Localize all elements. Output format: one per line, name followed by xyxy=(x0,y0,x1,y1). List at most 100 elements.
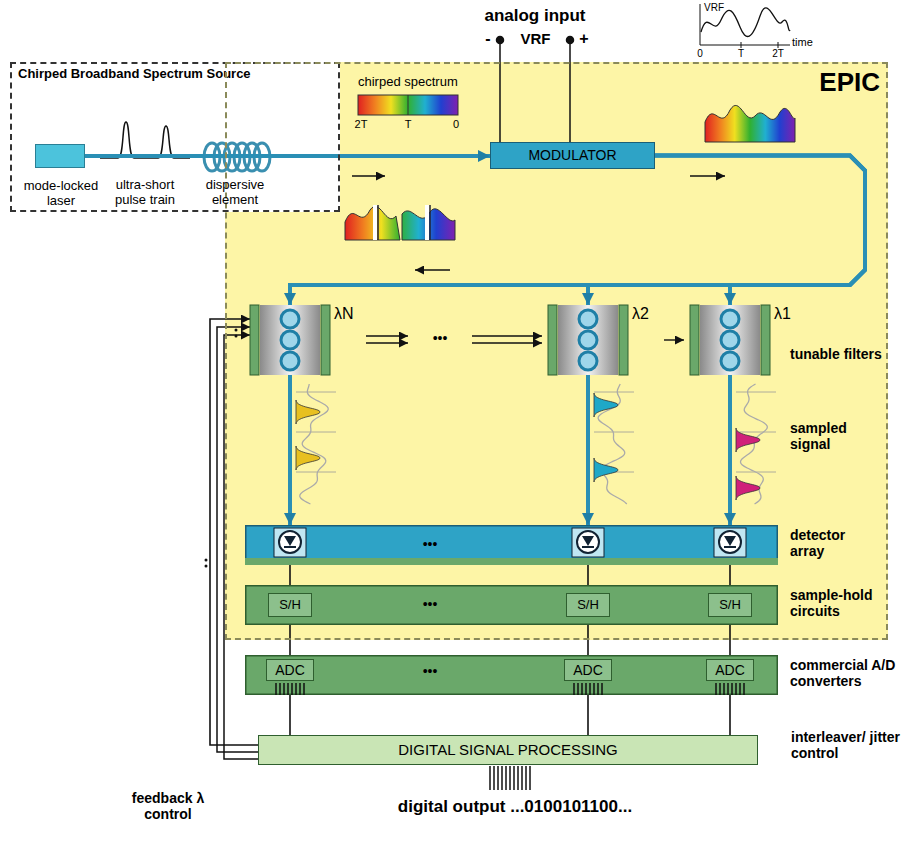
part-label: λN xyxy=(334,305,364,323)
ring-resonator xyxy=(721,352,739,370)
box-text: MODULATOR xyxy=(528,147,616,163)
sample-hold-box: S/H xyxy=(268,593,312,617)
adc-pin xyxy=(299,683,301,695)
plot-grid xyxy=(296,432,336,433)
ellipsis: ••• xyxy=(418,330,462,346)
detector-housing xyxy=(274,528,306,557)
adc-bar-figure xyxy=(245,655,778,695)
plot-grid xyxy=(296,472,336,473)
tunable-filter: λN xyxy=(250,305,330,375)
feedback-dots xyxy=(205,329,238,568)
diode-bar xyxy=(284,546,296,548)
part-label: detector array xyxy=(790,527,882,559)
adc-pin xyxy=(597,683,599,695)
optical-waveguide xyxy=(586,375,590,525)
photodiode-symbol xyxy=(719,531,741,553)
detector-housing xyxy=(714,528,746,557)
detector-array: detector array xyxy=(245,525,778,565)
part-label: Chirped Broadband Spectrum Source xyxy=(18,67,328,82)
tick-label: 0 xyxy=(694,48,706,60)
detector-array-figure xyxy=(245,525,778,565)
part-label: dispersive element xyxy=(195,178,275,208)
flow-arrows xyxy=(352,176,725,270)
output-pin xyxy=(489,766,491,790)
sample-peak xyxy=(296,400,320,424)
pulse-train xyxy=(100,122,190,158)
output-pin xyxy=(497,766,499,790)
adc-pin xyxy=(585,683,587,695)
sample-peak xyxy=(594,393,618,417)
rf-terminals xyxy=(497,37,574,143)
ellipsis: ••• xyxy=(408,596,452,612)
tick-label: 2T xyxy=(352,118,370,131)
part-label: sampled signal xyxy=(790,420,882,452)
detector-base xyxy=(245,558,778,565)
tick-label: 2T xyxy=(770,48,786,60)
laser-box: mode-locked laser xyxy=(35,144,85,168)
adc-pin xyxy=(589,683,591,695)
plot-grid xyxy=(736,392,776,393)
adc-bar: commercial A/D convertersADCADCADC xyxy=(245,655,778,695)
sample-hold-bar: sample-hold circuitsS/HS/HS/H xyxy=(245,585,778,625)
adc-pin xyxy=(577,683,579,695)
adc-pin xyxy=(287,683,289,695)
tunable-filter-figure xyxy=(690,305,770,375)
ellipsis: ••• xyxy=(408,663,452,679)
part-label: λ1 xyxy=(774,305,804,323)
tick-label: T xyxy=(402,118,414,131)
sample-peak xyxy=(736,476,760,500)
optical-waveguide xyxy=(288,375,292,525)
box-text: ADC xyxy=(275,662,305,678)
filter-plate xyxy=(321,305,330,375)
output-label: digital output ...0100101100... xyxy=(350,797,680,817)
adc-pin xyxy=(573,683,575,695)
adc-pin xyxy=(735,683,737,695)
ring-resonator xyxy=(579,310,597,328)
adc-pin xyxy=(581,683,583,695)
fiber-coil xyxy=(204,143,270,171)
ring-resonator xyxy=(721,310,739,328)
tick-label: 0 xyxy=(450,118,462,131)
output-pin xyxy=(501,766,503,790)
diode-triangle xyxy=(724,536,736,546)
part-label: mode-locked laser xyxy=(16,179,106,209)
filter-plate xyxy=(619,305,628,375)
adc-pin xyxy=(743,683,745,695)
adc-pin xyxy=(601,683,603,695)
modulator-box: MODULATOR xyxy=(490,142,655,169)
adc-pin xyxy=(723,683,725,695)
ring-resonator xyxy=(281,352,299,370)
ring-resonator xyxy=(579,331,597,349)
modulated-spectrum xyxy=(705,105,795,142)
source-box: Chirped Broadband Spectrum Source mode-lo… xyxy=(10,62,340,212)
axis-label: time xyxy=(792,36,832,49)
photodiode-symbol xyxy=(577,531,599,553)
tunable-filter-figure xyxy=(250,305,330,375)
diode-triangle xyxy=(582,536,594,546)
output-pin xyxy=(525,766,527,790)
output-pin xyxy=(517,766,519,790)
optical-waveguide xyxy=(728,375,732,525)
sample-peak xyxy=(736,428,760,452)
ring-resonator xyxy=(721,331,739,349)
tunable-filter-figure xyxy=(548,305,628,375)
adc-pin xyxy=(283,683,285,695)
plot-curve xyxy=(300,384,329,504)
output-pin xyxy=(493,766,495,790)
optical-waveguide xyxy=(588,156,865,306)
optical-waveguide xyxy=(290,156,865,306)
adc-box: ADC xyxy=(564,659,612,681)
sampled-signal-plots xyxy=(296,384,776,504)
part-label: tunable filters xyxy=(790,346,882,362)
signal-name: VRF xyxy=(508,30,563,47)
tunable-filter: λ2 xyxy=(548,305,628,375)
ring-resonator xyxy=(281,331,299,349)
filter-control-arrows xyxy=(366,336,684,343)
part-label: λ2 xyxy=(632,305,662,323)
filter-body xyxy=(260,305,320,375)
terminal-sign: + xyxy=(577,30,591,48)
box-text: S/H xyxy=(279,598,301,613)
photodiode-symbol xyxy=(279,531,301,553)
filter-plate xyxy=(761,305,770,375)
plot-grid xyxy=(296,392,336,393)
